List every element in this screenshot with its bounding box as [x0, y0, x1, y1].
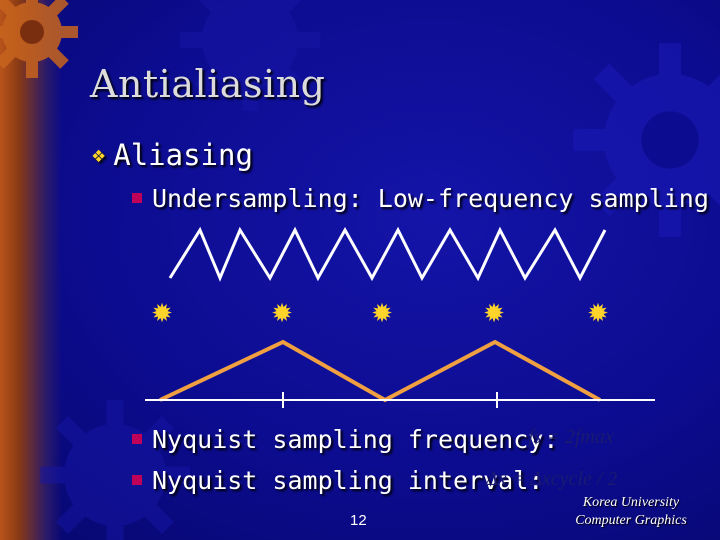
page-number: 12 [350, 512, 367, 529]
square-bullet-icon [132, 193, 142, 203]
starburst-sample-icon: ✹ [483, 299, 505, 329]
footer-university: Korea University [582, 495, 680, 510]
footer-department: Computer Graphics [575, 513, 687, 528]
starburst-sample-icon: ✹ [371, 299, 393, 329]
gear-icon [573, 43, 720, 237]
bullet-aliasing: ❖ Aliasing [92, 138, 253, 172]
bullet-nyquist-frequency: Nyquist sampling frequency: [132, 425, 558, 454]
gear-icon [179, 0, 321, 111]
starburst-sample-icon: ✹ [151, 299, 173, 329]
gear-icon [40, 400, 190, 540]
square-bullet-icon [132, 434, 142, 444]
starburst-sample-icon: ✹ [271, 299, 293, 329]
aliased-signal [159, 339, 601, 403]
formula-nyquist-frequency: fs = 2fmax [528, 426, 614, 448]
bullet-undersampling-label: Undersampling: Low-frequency sampling [152, 184, 709, 213]
bullet-undersampling: Undersampling: Low-frequency sampling [132, 184, 709, 213]
bullet-nyquist-interval: Nyquist sampling interval: [132, 466, 543, 495]
diamond-cluster-icon: ❖ [92, 143, 106, 168]
gear-icon [0, 0, 78, 78]
formula-nyquist-interval: Δx = Δxcycle / 2 [486, 468, 618, 490]
footer: Korea University Computer Graphics [556, 494, 706, 530]
starburst-sample-icon: ✹ [587, 299, 609, 329]
bullet-aliasing-label: Aliasing [113, 138, 253, 172]
slide-title: Antialiasing [90, 62, 326, 106]
high-frequency-signal [168, 226, 607, 282]
square-bullet-icon [132, 475, 142, 485]
bullet-nyquist-interval-label: Nyquist sampling interval: [152, 466, 544, 495]
bullet-nyquist-frequency-label: Nyquist sampling frequency: [152, 425, 559, 454]
left-gradient-bar [0, 0, 62, 540]
